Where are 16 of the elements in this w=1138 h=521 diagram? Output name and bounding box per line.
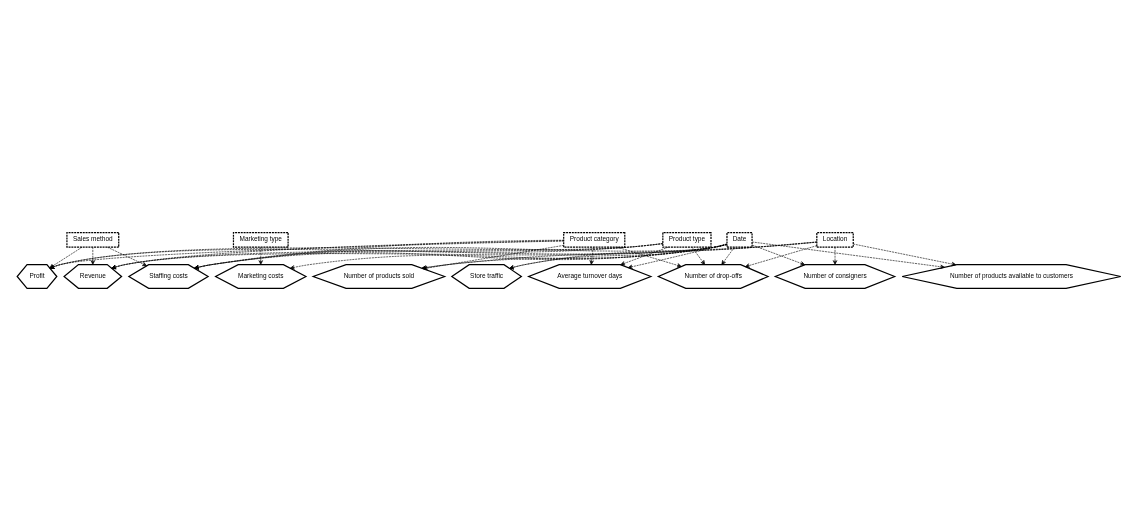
arrow (90, 246, 95, 265)
arrow (751, 244, 806, 266)
arrow (832, 246, 838, 265)
arrow (620, 246, 669, 266)
arrow (258, 246, 263, 265)
arrow (751, 241, 945, 269)
arrow (852, 243, 957, 267)
arrow (745, 245, 818, 268)
arrow (49, 246, 83, 269)
arrow (509, 241, 818, 270)
arrow (721, 246, 735, 265)
arrow (627, 243, 728, 269)
arrow (691, 246, 706, 265)
arrow (589, 246, 594, 265)
arrow (509, 243, 728, 270)
arrow (107, 246, 147, 267)
